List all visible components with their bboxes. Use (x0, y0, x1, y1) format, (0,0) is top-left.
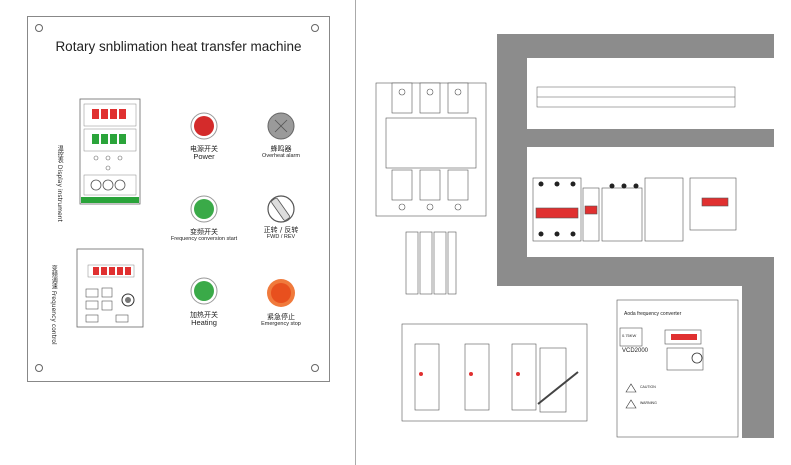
screw-top-right (311, 24, 319, 32)
power-button-graphic (190, 112, 295, 307)
power-zh: 电源开关 (190, 145, 218, 153)
screw-top-left (35, 24, 43, 32)
panel-title: Rotary snblimation heat transfer machine (55, 39, 302, 54)
estop-caption: 紧急停止 Emergency stop (249, 313, 313, 327)
fwd-rev-en: FWD / REV (266, 234, 296, 241)
frequency-keypad (76, 248, 144, 328)
display-instrument (79, 98, 141, 205)
inverter-rating: 0.75KW (622, 333, 637, 338)
alarm-caption: 蜂鸣器 Overheat alarm (246, 145, 316, 159)
freq-start-en: Frequency conversion start (170, 236, 238, 243)
heating-caption: 加热开关 Heating (174, 311, 234, 328)
contactor (375, 82, 487, 217)
display-label-zh: 温控表 (56, 145, 64, 163)
fwd-rev-caption: 正转 / 反转 FWD / REV (251, 226, 311, 240)
freq-label-en: Frequency control (50, 290, 58, 345)
display-instrument-label: 温控表 Display instrument (56, 145, 63, 222)
frequency-converter (616, 299, 739, 438)
caution-label: CAUTION (640, 385, 656, 389)
inverter-title: Aoda frequency converter (624, 311, 682, 317)
side-rail (742, 286, 774, 438)
display-label-en: Display instrument (56, 164, 64, 222)
alarm-zh: 蜂鸣器 (270, 145, 292, 153)
warning-label: WARNING (640, 401, 657, 405)
freq-start-zh: 变频开关 (190, 228, 218, 236)
relay-blocks (405, 231, 457, 295)
solid-state-relays (401, 323, 588, 422)
control-panel: Rotary snblimation heat transfer machine… (27, 16, 330, 382)
heating-zh: 加热开关 (190, 311, 218, 319)
estop-en: Emergency stop (261, 321, 301, 328)
terminal-strip (536, 86, 736, 108)
sheet-divider (355, 0, 356, 465)
screw-bottom-right (311, 364, 319, 372)
freq-label-zh: 变频调速 (50, 265, 58, 289)
heating-en: Heating (191, 318, 217, 328)
screw-bottom-left (35, 364, 43, 372)
freq-start-caption: 变频开关 Frequency conversion start (159, 228, 249, 242)
frequency-control-label: 变频调速 Frequency control (50, 265, 57, 345)
power-switch-caption: 电源开关 Power (174, 145, 234, 162)
fwd-rev-zh: 正转 / 反转 (263, 226, 299, 234)
power-en: Power (193, 152, 215, 162)
alarm-en: Overheat alarm (262, 153, 300, 160)
circuit-breakers (532, 177, 737, 242)
estop-zh: 紧急停止 (267, 313, 295, 321)
inverter-model: VCD2000 (622, 348, 649, 354)
